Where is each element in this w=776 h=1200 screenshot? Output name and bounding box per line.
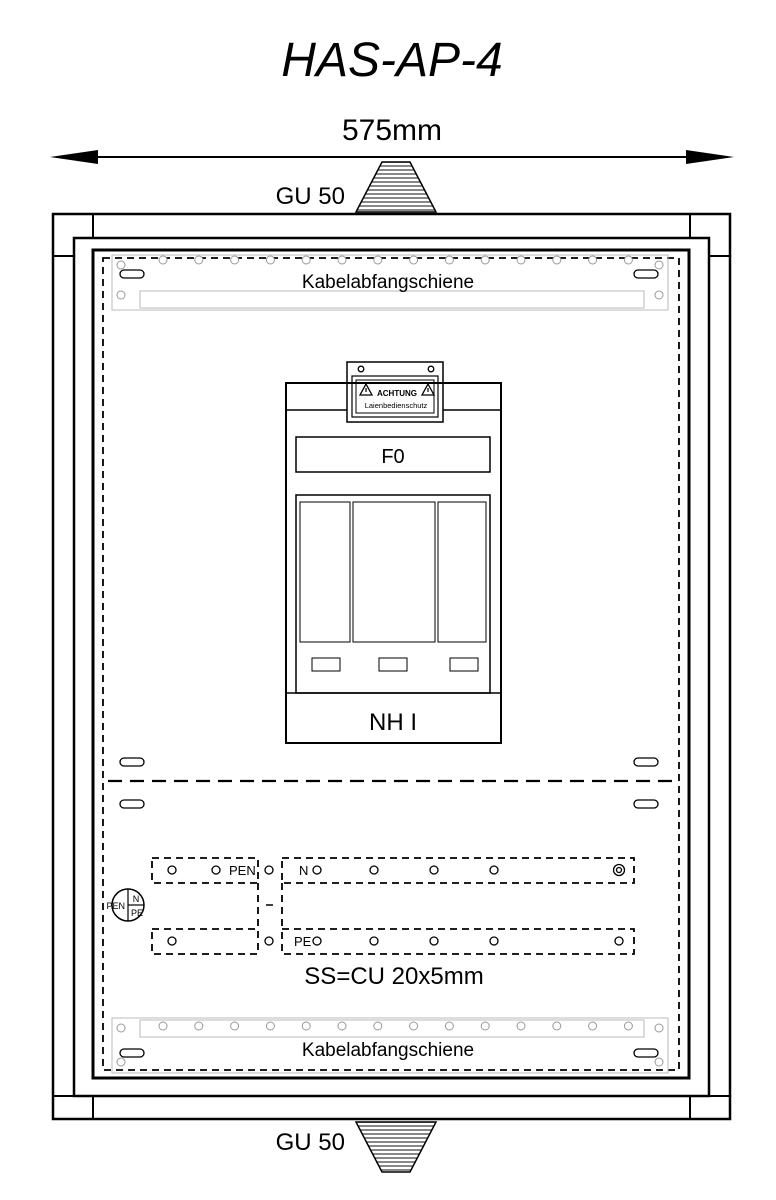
rail-hole bbox=[588, 1021, 598, 1031]
rail-hole bbox=[194, 255, 204, 265]
fuse-designation-box bbox=[295, 436, 491, 473]
width-dimension: 575mm bbox=[50, 114, 734, 164]
rail-hole bbox=[480, 255, 490, 265]
warning-text: Laienbedienschutz bbox=[365, 401, 428, 410]
top-cable-gland: GU 50 bbox=[276, 161, 438, 213]
symbol-n: N bbox=[133, 894, 140, 904]
warning-title: ACHTUNG bbox=[377, 389, 417, 398]
symbol-pe: PE bbox=[131, 908, 143, 918]
rail-hole bbox=[337, 1021, 347, 1031]
pen-label: PEN bbox=[229, 863, 256, 878]
pen-busbar bbox=[151, 857, 259, 884]
rail-hole bbox=[623, 1021, 633, 1031]
warning-plate: ACHTUNG Laienbedienschutz bbox=[346, 361, 444, 423]
pen-symbol-icon: PEN N PE bbox=[106, 888, 145, 922]
pe-busbar bbox=[281, 928, 635, 955]
rail-hole bbox=[265, 1021, 275, 1031]
rail-hole bbox=[552, 255, 562, 265]
rail-hole bbox=[409, 255, 419, 265]
rail-hole bbox=[516, 1021, 526, 1031]
rail-hole bbox=[588, 255, 598, 265]
fuse-designation: F0 bbox=[381, 446, 404, 468]
busbar-spec: SS=CU 20x5mm bbox=[304, 963, 483, 990]
rail-hole bbox=[194, 1021, 204, 1031]
rail-hole bbox=[516, 255, 526, 265]
bottom-cable-gland: GU 50 bbox=[276, 1121, 438, 1173]
rail-hole bbox=[373, 1021, 383, 1031]
rail-hole bbox=[265, 255, 275, 265]
top-rail-label: Kabelabfangschiene bbox=[302, 272, 474, 293]
rail-hole bbox=[552, 1021, 562, 1031]
fuse-indicator bbox=[378, 657, 408, 672]
fuse-holder: F0 NH I bbox=[285, 382, 502, 744]
busbar-assembly: PEN N PE SS=CU 20x5mm bbox=[151, 857, 635, 990]
symbol-pen: PEN bbox=[106, 901, 125, 911]
fuse-indicator bbox=[311, 657, 341, 672]
rail-hole bbox=[409, 1021, 419, 1031]
pe-label: PE bbox=[294, 934, 312, 949]
rail-hole bbox=[158, 1021, 168, 1031]
rail-hole bbox=[158, 255, 168, 265]
fuse-type-label: NH I bbox=[369, 709, 417, 736]
bottom-rail-label: Kabelabfangschiene bbox=[302, 1040, 474, 1061]
rail-hole bbox=[623, 255, 633, 265]
width-label: 575mm bbox=[342, 114, 442, 147]
bottom-cable-rail: Kabelabfangschiene bbox=[111, 1017, 669, 1074]
enclosure-frame bbox=[51, 212, 732, 1121]
top-gland-label: GU 50 bbox=[276, 183, 345, 210]
n-label: N bbox=[299, 863, 308, 878]
rail-hole bbox=[230, 1021, 240, 1031]
rail-hole bbox=[480, 1021, 490, 1031]
bottom-gland-label: GU 50 bbox=[276, 1129, 345, 1156]
rail-hole bbox=[337, 255, 347, 265]
fuse-indicator bbox=[449, 657, 479, 672]
n-busbar bbox=[281, 857, 635, 884]
drawing-title: HAS-AP-4 bbox=[281, 34, 502, 87]
pen-busbar-lower bbox=[151, 928, 259, 955]
rail-hole bbox=[301, 255, 311, 265]
rail-hole bbox=[373, 255, 383, 265]
rail-hole bbox=[444, 1021, 454, 1031]
rail-hole bbox=[230, 255, 240, 265]
rail-hole bbox=[301, 1021, 311, 1031]
top-cable-rail: Kabelabfangschiene bbox=[111, 254, 669, 311]
rail-hole bbox=[444, 255, 454, 265]
